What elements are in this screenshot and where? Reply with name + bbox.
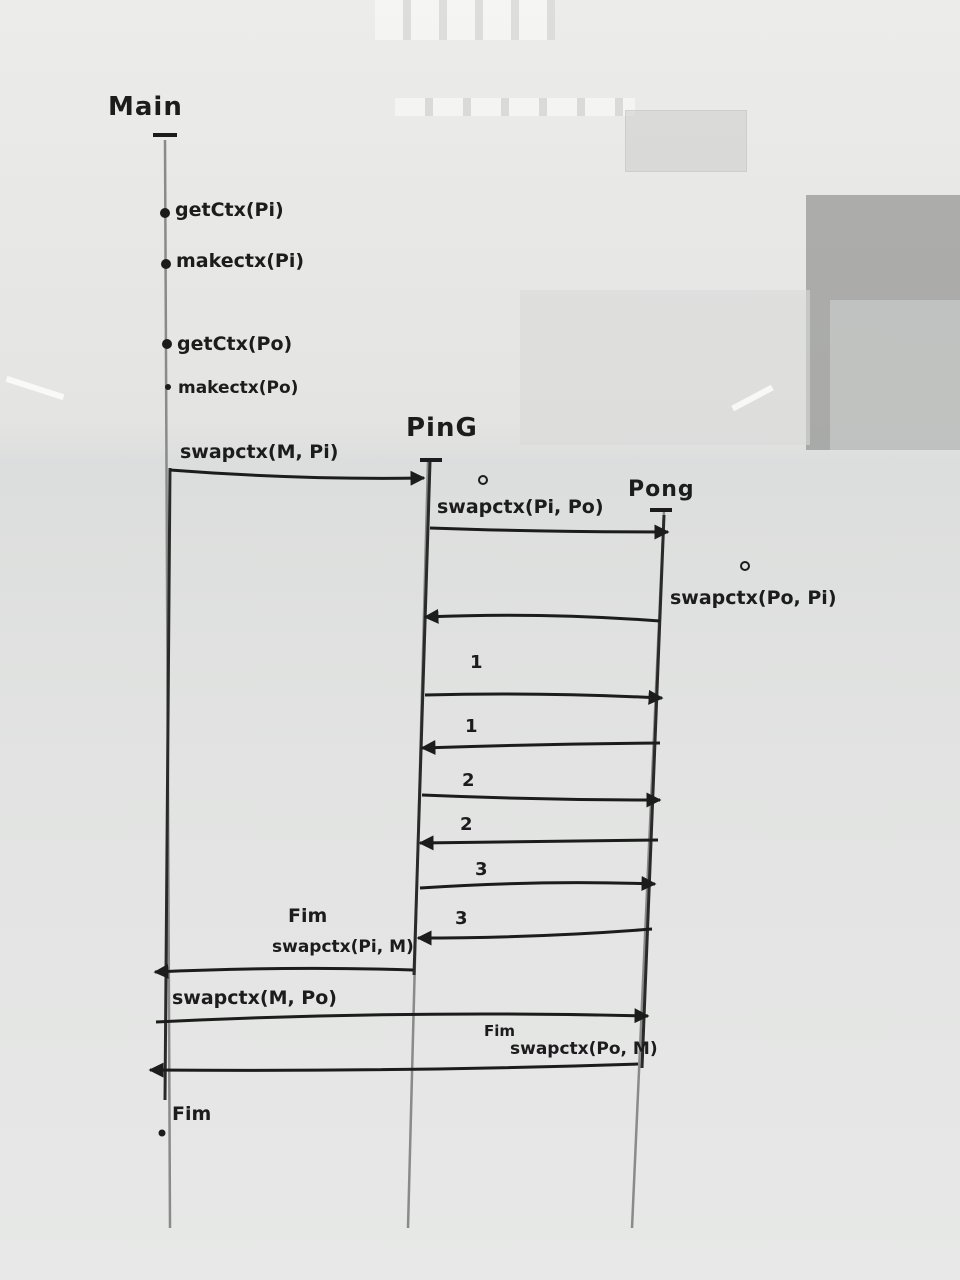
message-label: swapctx(Po, M) <box>510 1039 658 1059</box>
message-arrow <box>421 792 662 808</box>
call-label: getCtx(Pi) <box>175 199 284 221</box>
ceiling-light-reflection <box>375 0 555 40</box>
ceiling-light-reflection-2 <box>395 98 635 116</box>
lamp-reflection <box>625 110 747 172</box>
message-arrow <box>416 927 653 946</box>
end-dot <box>158 1129 166 1137</box>
end-label: Fim <box>288 905 327 927</box>
message-arrow <box>419 876 657 892</box>
message-arrow <box>418 835 659 851</box>
call-label: makectx(Pi) <box>176 250 304 272</box>
ping-activation <box>412 461 432 976</box>
message-arrow <box>429 524 670 540</box>
end-label: Fim <box>484 1022 515 1040</box>
message-label: swapctx(M, Po) <box>172 987 337 1009</box>
message-arrow <box>169 468 426 486</box>
window-reflection-inner <box>830 300 960 450</box>
call-dot <box>165 384 171 390</box>
marker-circle <box>478 475 488 485</box>
counter-label: 1 <box>465 716 478 737</box>
message-arrow <box>424 689 664 705</box>
counter-label: 3 <box>455 908 468 929</box>
message-arrow <box>155 1008 650 1024</box>
ping-title: PinG <box>406 413 478 443</box>
counter-label: 2 <box>462 770 475 791</box>
message-label: swapctx(Po, Pi) <box>670 587 837 609</box>
counter-label: 2 <box>460 814 473 835</box>
end-label: Fim <box>172 1103 211 1125</box>
counter-label: 3 <box>475 859 488 880</box>
call-label: makectx(Po) <box>178 378 298 398</box>
marker-circle <box>740 561 750 571</box>
main-title: Main <box>108 92 183 122</box>
message-label: swapctx(Pi, Po) <box>437 496 604 518</box>
counter-label: 1 <box>470 652 483 673</box>
main-activation <box>163 467 172 1101</box>
wall-panel-reflection <box>520 290 810 445</box>
call-dot <box>160 208 170 218</box>
message-label: swapctx(M, Pi) <box>180 441 338 463</box>
pong-title: Pong <box>628 477 695 502</box>
call-dot <box>161 259 171 269</box>
message-arrow <box>423 608 661 624</box>
message-arrow <box>153 963 414 979</box>
message-arrow <box>420 740 661 756</box>
message-arrow <box>148 1062 639 1078</box>
call-dot <box>162 339 172 349</box>
message-label: swapctx(Pi, M) <box>272 937 414 957</box>
call-label: getCtx(Po) <box>177 333 292 355</box>
pong-activation <box>640 514 666 1069</box>
